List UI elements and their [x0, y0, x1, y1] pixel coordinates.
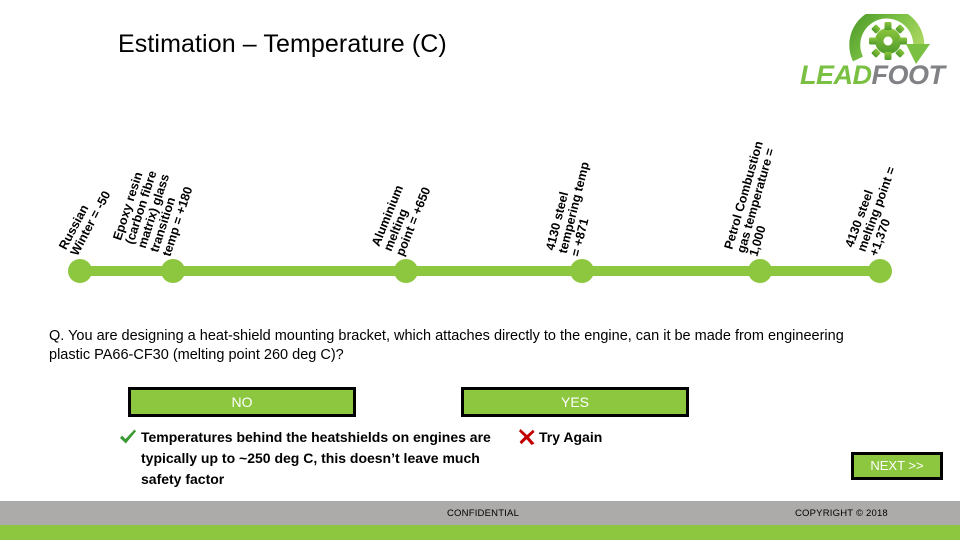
temperature-timeline [0, 255, 960, 289]
leadfoot-logo: LEADFOOT [796, 14, 956, 92]
next-button[interactable]: NEXT >> [851, 452, 943, 480]
page-title: Estimation – Temperature (C) [118, 30, 447, 58]
logo-word-foot: FOOT [871, 60, 946, 90]
feedback-correct-text: Temperatures behind the heatshields on e… [141, 429, 491, 487]
logo-arc-gear-icon [849, 14, 930, 64]
timeline-node-epoxy-resin[interactable] [161, 259, 185, 283]
question-text: Q. You are designing a heat-shield mount… [49, 328, 844, 363]
footer-bar [0, 501, 960, 525]
timeline-node-4130-steel-tempering[interactable] [570, 259, 594, 283]
timeline-node-aluminium-melting[interactable] [394, 259, 418, 283]
feedback-wrong: Try Again [518, 427, 602, 451]
answer-no-button[interactable]: NO [128, 387, 356, 417]
timeline-label-epoxy-resin: Epoxy resin (carbon fibre matrix) glass … [110, 165, 197, 258]
logo-word-lead: LEAD [800, 60, 872, 90]
timeline-label-4130-steel-melting: 4130 steel melting point = +1,370 [842, 161, 910, 258]
footer-copyright-label: COPYRIGHT © 2018 [795, 508, 888, 519]
timeline-label-4130-steel-tempering: 4130 steel tempering temp = +871 [543, 158, 605, 258]
check-icon [118, 428, 138, 453]
timeline-label-petrol-combustion: Petrol Combustion gas temperature = 1,00… [722, 139, 791, 258]
logo-wordmark: LEADFOOT [800, 60, 945, 91]
feedback-wrong-text: Try Again [539, 429, 603, 445]
timeline-label-russian-winter: Russian Winter = -50 [56, 183, 113, 258]
footer-confidential-label: CONFIDENTIAL [447, 508, 520, 519]
timeline-node-4130-steel-melting[interactable] [868, 259, 892, 283]
cross-icon [518, 428, 536, 451]
answer-yes-button[interactable]: YES [461, 387, 689, 417]
timeline-node-petrol-combustion[interactable] [748, 259, 772, 283]
timeline-label-aluminium-melting: Aluminium melting point = +650 [369, 176, 433, 258]
feedback-correct: Temperatures behind the heatshields on e… [118, 427, 518, 490]
timeline-node-russian-winter[interactable] [68, 259, 92, 283]
timeline-bar [74, 266, 886, 276]
footer-accent-bar [0, 525, 960, 540]
